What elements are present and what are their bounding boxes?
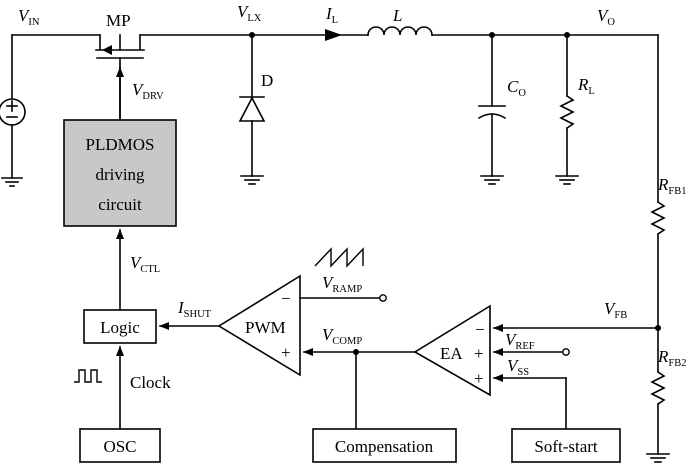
inductor-label: L <box>392 6 402 25</box>
vfb-label: VFB <box>604 299 627 321</box>
resistor-rfb2 <box>646 370 670 463</box>
error-amplifier-ea <box>413 304 491 397</box>
vramp-terminal <box>379 294 387 302</box>
input-voltage-source <box>0 98 26 187</box>
pwm-text: PWM <box>245 318 286 337</box>
rfb1-label: RFB1 <box>657 175 686 197</box>
ea-text: EA <box>440 344 463 363</box>
vref-terminal <box>562 348 570 356</box>
compensation-block <box>312 428 457 463</box>
vss-label: VSS <box>507 356 529 378</box>
pwm-comparator <box>217 274 301 377</box>
osc-text: OSC <box>103 437 136 456</box>
ea-plus-ss: + <box>474 369 484 388</box>
clock-waveform <box>74 369 102 383</box>
capacitor-co <box>477 32 507 185</box>
softstart-text: Soft-start <box>534 437 598 456</box>
vdrv-label: VDRV <box>132 80 164 102</box>
resistor-rfb1 <box>650 200 666 373</box>
ramp-waveform <box>314 247 364 268</box>
diode-d <box>238 32 266 185</box>
rl-label: RL <box>577 75 595 97</box>
mp-label: MP <box>106 11 131 30</box>
il-arrow <box>325 29 342 41</box>
ea-plus-ref: + <box>474 344 484 363</box>
vin-label: VIN <box>18 6 40 28</box>
pwm-minus: − <box>281 289 291 308</box>
vo-label: VO <box>597 6 615 28</box>
logic-block <box>83 309 157 344</box>
driver-text-line3: circuit <box>98 195 142 214</box>
pwm-plus: + <box>281 343 291 362</box>
vctl-label: VCTL <box>130 253 160 275</box>
compensation-text: Compensation <box>335 437 434 456</box>
vramp-label: VRAMP <box>322 273 362 295</box>
osc-block <box>79 428 161 463</box>
driver-text-line2: driving <box>95 165 145 184</box>
logic-text: Logic <box>100 318 140 337</box>
co-label: CO <box>507 77 526 99</box>
resistor-rl <box>555 32 579 185</box>
driver-text-line1: PLDMOS <box>86 135 155 154</box>
vlx-label: VLX <box>237 2 262 24</box>
il-label: IL <box>325 4 338 26</box>
ishut-label: ISHUT <box>177 298 212 320</box>
inductor-l <box>367 26 433 36</box>
vref-label: VREF <box>505 330 535 352</box>
pldmos-driver-block <box>63 119 177 227</box>
softstart-block <box>511 428 621 463</box>
diode-label: D <box>261 71 273 90</box>
clock-label: Clock <box>130 373 171 392</box>
vcomp-label: VCOMP <box>322 325 362 347</box>
ea-minus: − <box>475 320 485 339</box>
rfb2-label: RFB2 <box>657 347 686 369</box>
